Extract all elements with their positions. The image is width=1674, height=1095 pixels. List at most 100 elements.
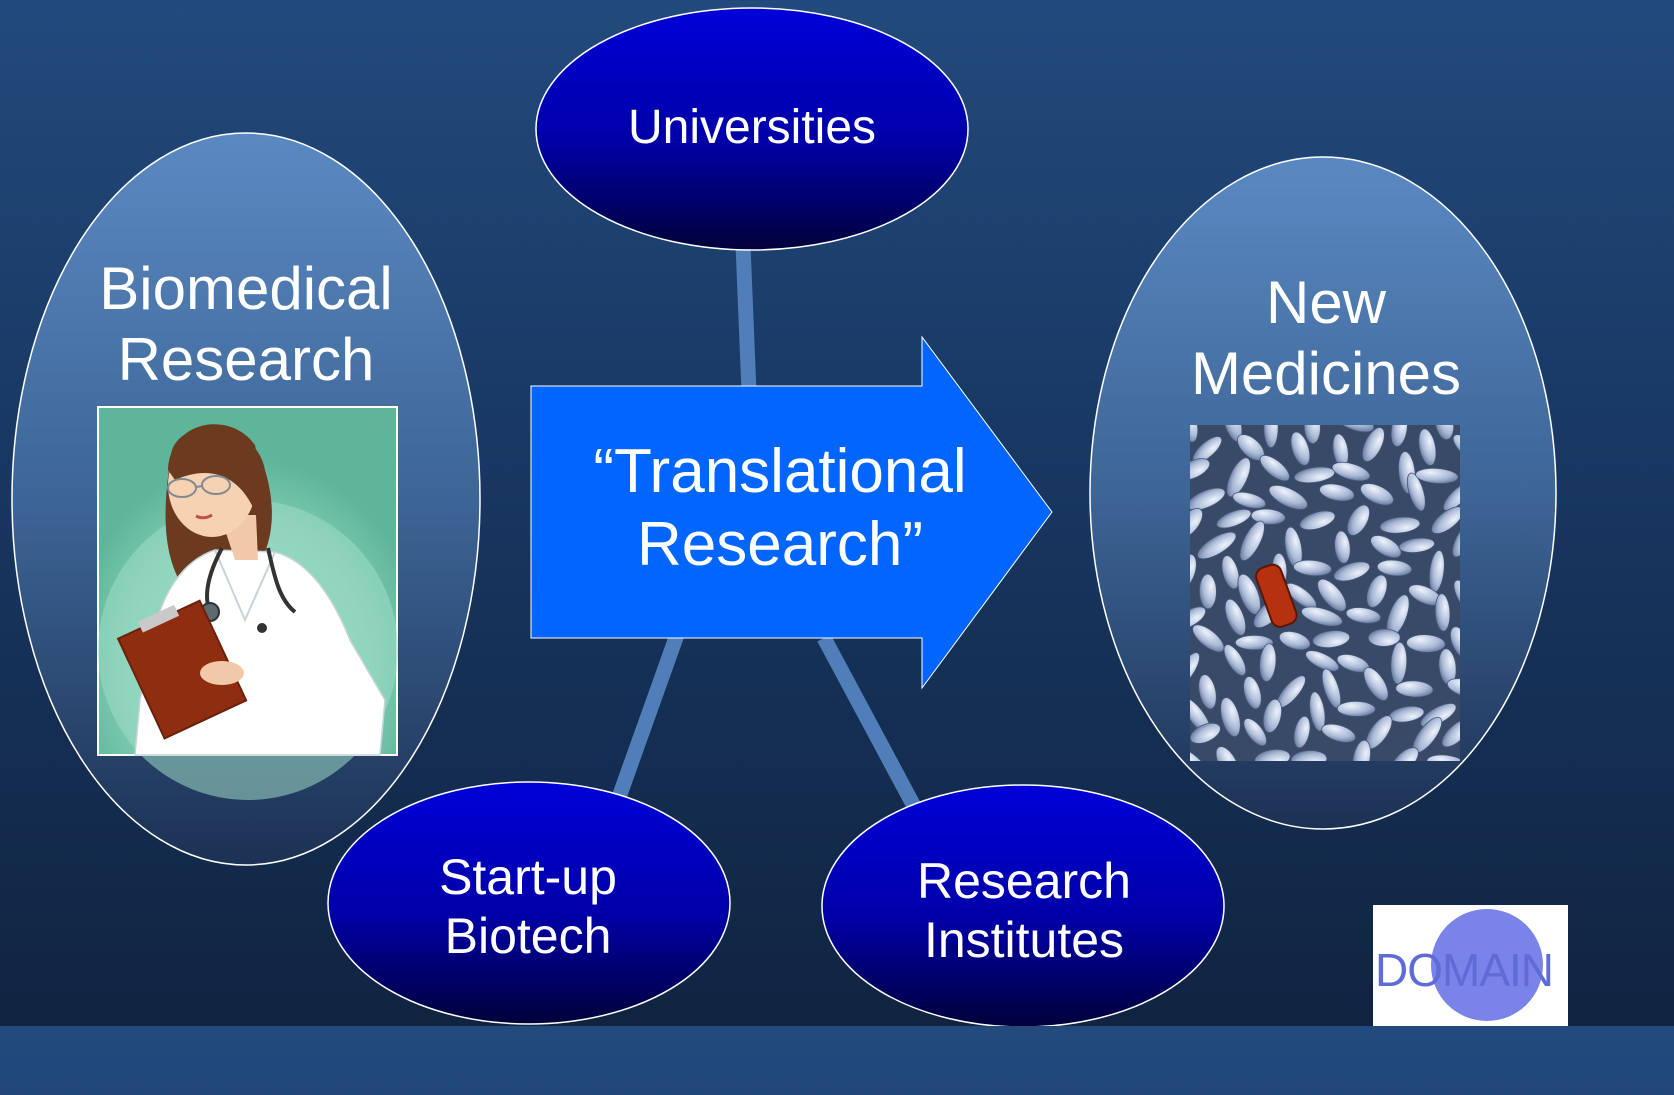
pill-shape bbox=[1312, 630, 1351, 649]
startup-biotech-line-2: Biotech bbox=[444, 908, 612, 964]
pill-shape bbox=[1309, 691, 1326, 732]
pill-shape bbox=[1198, 573, 1217, 610]
pill-shape bbox=[1232, 491, 1267, 509]
pill-shape bbox=[1431, 506, 1460, 535]
logo-text: DOMAIN bbox=[1375, 944, 1554, 996]
pill-shape bbox=[1268, 484, 1308, 510]
pill-shape bbox=[1360, 483, 1394, 506]
pill-shape bbox=[1452, 523, 1460, 558]
pill-shape bbox=[1215, 746, 1240, 761]
pill-shape bbox=[1406, 472, 1426, 512]
pill-shape bbox=[1452, 434, 1460, 463]
research-institutes-line-1: Research bbox=[917, 853, 1131, 909]
pill-shape bbox=[1190, 722, 1221, 744]
translational-research-line-1: “Translational bbox=[593, 437, 967, 506]
pill-shape bbox=[1250, 508, 1286, 525]
pill-shape bbox=[1190, 747, 1210, 761]
pill-shape bbox=[1363, 667, 1389, 701]
diagram-canvas bbox=[11, 7, 1557, 1026]
pill-shape bbox=[1293, 715, 1311, 749]
pill-shape bbox=[1299, 510, 1336, 531]
pill-shape bbox=[1243, 718, 1267, 747]
pill-shape bbox=[1293, 559, 1332, 577]
pill-shape bbox=[1317, 578, 1347, 612]
new-medicines-line-2: Medicines bbox=[1190, 339, 1462, 407]
pill-shape bbox=[1301, 606, 1343, 627]
startup-biotech-line-1: Start-up bbox=[439, 849, 617, 905]
pill-shape bbox=[1390, 425, 1408, 447]
new-medicines-line-1: New bbox=[1265, 269, 1387, 336]
universities-text: Universities bbox=[627, 101, 877, 154]
pill-shape bbox=[1305, 650, 1340, 672]
connector-research-institutes bbox=[817, 634, 922, 812]
pill-shape bbox=[1398, 537, 1435, 553]
pill-shape bbox=[1220, 697, 1241, 738]
connector-startup-biotech bbox=[610, 629, 686, 803]
pill-shape bbox=[1415, 467, 1459, 484]
connector-lines bbox=[610, 244, 922, 812]
pill-shape bbox=[1376, 559, 1413, 577]
pill-shape bbox=[1333, 561, 1371, 582]
pill-shape bbox=[1290, 431, 1311, 466]
pill-shape bbox=[1426, 754, 1460, 761]
translational-research-label: “Translational Research” bbox=[560, 435, 1000, 581]
pill-shape bbox=[1418, 428, 1437, 466]
pill-shape bbox=[1336, 700, 1376, 717]
pill-shape bbox=[1395, 680, 1434, 698]
doctor-illustration bbox=[97, 406, 398, 800]
connector-universities bbox=[735, 244, 757, 393]
pill-shape bbox=[1319, 483, 1355, 502]
pill-shape bbox=[1190, 652, 1200, 687]
pill-shape bbox=[1226, 457, 1251, 498]
logo-circle bbox=[1431, 909, 1543, 1021]
pill-shape bbox=[1239, 520, 1265, 561]
pill-shape bbox=[1332, 425, 1375, 433]
pill-shape bbox=[1434, 425, 1455, 441]
translational-research-arrow bbox=[530, 335, 1053, 690]
pill-shape bbox=[1449, 626, 1460, 659]
pill-shape bbox=[1190, 458, 1211, 481]
pill-shape bbox=[1434, 593, 1451, 632]
pill-shape bbox=[1262, 698, 1283, 733]
pill-shape bbox=[1321, 723, 1356, 743]
pill-shape bbox=[1190, 507, 1203, 539]
pill-shape bbox=[1379, 516, 1421, 534]
pill-shape bbox=[1259, 643, 1277, 682]
pill-shape bbox=[1390, 747, 1419, 761]
pill-shape bbox=[1334, 530, 1351, 564]
pill-shape bbox=[1345, 607, 1382, 624]
pill-shape bbox=[1190, 553, 1197, 589]
pill-shape bbox=[1190, 425, 1199, 443]
pill-shape bbox=[1197, 531, 1237, 560]
biomedical-research-line-1: Biomedical bbox=[99, 255, 393, 322]
pill-shape bbox=[1259, 455, 1290, 482]
pill-shape bbox=[1352, 739, 1371, 761]
pill-shape bbox=[1370, 535, 1402, 559]
biomedical-research-label: Biomedical Research bbox=[56, 254, 436, 396]
domain-logo: DOMAIN bbox=[1373, 905, 1568, 1026]
pill-shape bbox=[1406, 634, 1446, 653]
new-medicines-label: New Medicines bbox=[1126, 268, 1526, 410]
pill-shape bbox=[1224, 598, 1247, 636]
pill-shape bbox=[1346, 504, 1370, 536]
pill-shape bbox=[1303, 425, 1321, 444]
pills-photo bbox=[1190, 425, 1460, 761]
universities-node bbox=[535, 7, 969, 251]
pill-shape bbox=[1331, 461, 1371, 482]
startup-biotech-label: Start-up Biotech bbox=[340, 848, 716, 966]
pill-shape bbox=[1278, 630, 1311, 651]
pill-shape bbox=[1223, 644, 1247, 676]
pill-shape bbox=[1290, 750, 1328, 761]
pill-shape bbox=[1234, 634, 1274, 651]
pill-shape bbox=[1366, 574, 1388, 608]
pill-shape bbox=[1446, 678, 1460, 699]
pill-shape bbox=[1442, 482, 1460, 512]
pill-shape bbox=[1190, 487, 1226, 511]
biomedical-research-line-2: Research bbox=[117, 325, 375, 393]
pill-shape bbox=[1216, 508, 1252, 529]
research-institutes-line-2: Institutes bbox=[923, 912, 1125, 968]
pill-shape bbox=[1441, 719, 1460, 748]
pill-shape bbox=[1390, 641, 1408, 685]
pill-shape bbox=[1367, 628, 1401, 647]
startup-biotech-node bbox=[327, 781, 731, 1025]
